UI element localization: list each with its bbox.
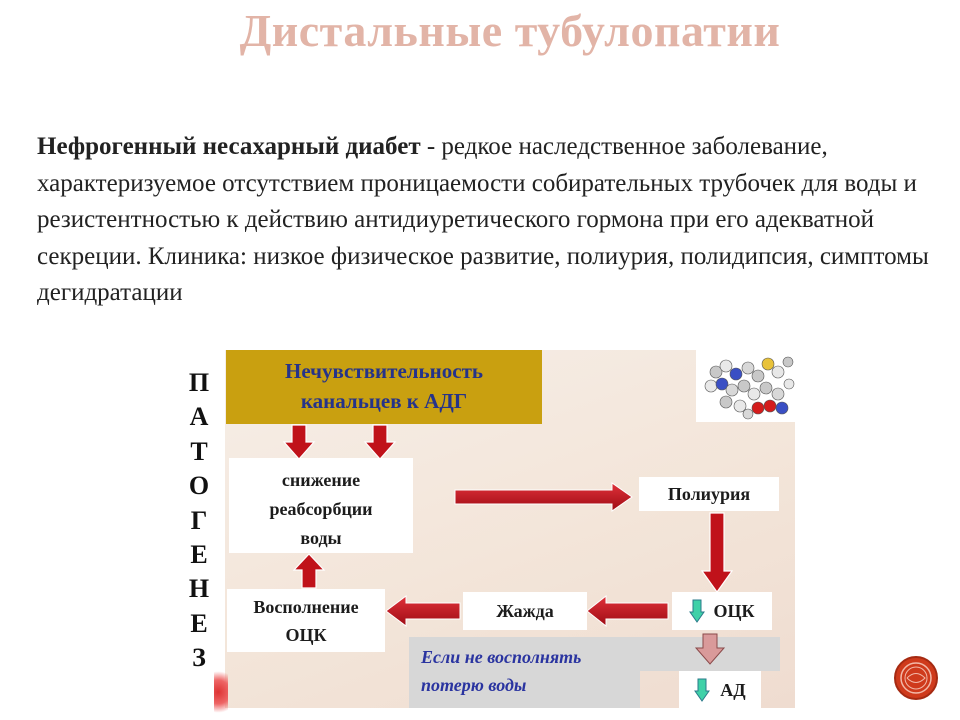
letter: Е	[190, 608, 208, 638]
letter: А	[189, 402, 209, 432]
replenish-line-1: Восполнение	[253, 597, 359, 617]
replenish-box: Восполнение ОЦК	[227, 589, 385, 652]
letter: Н	[188, 574, 210, 604]
arrow-to-polyuria	[454, 482, 633, 512]
decorative-stroke	[214, 664, 228, 720]
reabsorption-line-1: снижение	[281, 470, 361, 490]
letter: Т	[190, 436, 208, 466]
decrease-arrow-icon	[689, 599, 706, 623]
arrow-thirst-to-replenish	[385, 595, 461, 627]
decrease-arrow-icon	[694, 678, 711, 702]
note-line-2: потерю воды	[421, 675, 527, 695]
letter: Г	[190, 505, 208, 535]
pathogenesis-vertical-label: П А Т О Г Е Н Е З	[184, 366, 214, 676]
arrow-down-1	[282, 424, 316, 460]
insensitivity-line-1: Нечувствительность	[284, 359, 483, 383]
arrow-ock-to-thirst	[586, 594, 669, 628]
slide-title: Дистальные тубулопатии	[239, 5, 781, 56]
ad-box: АД	[679, 671, 761, 709]
arrow-ock-to-ad	[694, 633, 726, 665]
molecule-image	[696, 350, 796, 422]
polyuria-box: Полиурия	[639, 477, 779, 511]
insensitivity-line-2: канальцев к АДГ	[300, 389, 468, 413]
ock-label: ОЦК	[713, 601, 755, 621]
replenish-line-2: ОЦК	[285, 625, 327, 645]
letter: З	[192, 643, 206, 673]
letter: Е	[190, 540, 208, 570]
arrow-down-2	[363, 424, 397, 460]
disease-name: Нефрогенный несахарный диабет	[37, 133, 421, 160]
arrow-polyuria-to-ock	[700, 512, 734, 594]
note-line-1: Если не восполнять	[421, 647, 582, 667]
decorative-circle-icon	[894, 656, 938, 700]
disease-description: - редкое наследственное заболевание, хар…	[37, 133, 929, 306]
note-box: Если не восполнять потерю воды	[409, 637, 640, 708]
letter: О	[188, 471, 210, 501]
letter: П	[188, 368, 210, 397]
arrow-replenish-to-reabsorption	[292, 553, 326, 589]
reabsorption-line-2: реабсорбции	[269, 499, 373, 519]
insensitivity-box: Нечувствительность канальцев к АДГ	[226, 350, 542, 424]
intro-paragraph: Нефрогенный несахарный диабет - редкое н…	[37, 129, 947, 312]
ock-box: ОЦК	[672, 592, 772, 630]
reabsorption-box: снижение реабсорбции воды	[229, 458, 413, 553]
reabsorption-line-3: воды	[300, 528, 342, 548]
thirst-box: Жажда	[463, 592, 587, 630]
ad-label: АД	[720, 680, 746, 700]
